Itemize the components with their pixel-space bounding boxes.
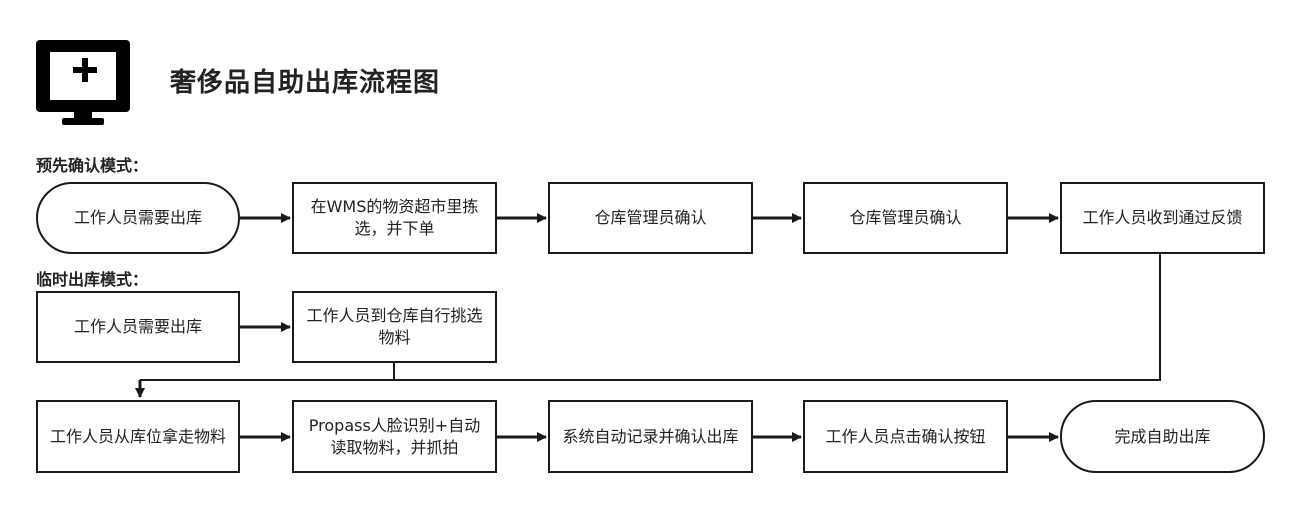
node-done-label: 完成自助出库 — [1114, 426, 1211, 446]
node-take[interactable]: 工作人员从库位拿走物料 — [36, 400, 240, 473]
section-label-preconfirm: 预先确认模式： — [36, 156, 149, 175]
node-take-label: 工作人员从库位拿走物料 — [49, 426, 226, 446]
node-click-label: 工作人员点击确认按钮 — [825, 426, 986, 446]
node-record[interactable]: 系统自动记录并确认出库 — [548, 400, 753, 473]
node-record-label: 系统自动记录并确认出库 — [562, 426, 739, 446]
node-pre-start-label: 工作人员需要出库 — [73, 208, 202, 227]
node-pre-confirm-2-label: 仓库管理员确认 — [849, 208, 962, 227]
node-click[interactable]: 工作人员点击确认按钮 — [803, 400, 1008, 473]
monitor-plus-icon — [36, 40, 130, 125]
connector-feedback-to-take — [140, 254, 1161, 381]
node-pre-feedback[interactable]: 工作人员收到通过反馈 — [1060, 182, 1265, 254]
node-pre-confirm-1[interactable]: 仓库管理员确认 — [548, 182, 753, 254]
node-pre-confirm-1-label: 仓库管理员确认 — [594, 208, 707, 227]
page-title: 奢侈品自助出库流程图 — [170, 68, 441, 98]
node-pre-pick-label: 在WMS的物资超市里拣选，并下单 — [310, 197, 479, 238]
node-tmp-start[interactable]: 工作人员需要出库 — [36, 291, 240, 363]
node-tmp-pick-label: 工作人员到仓库自行挑选物料 — [306, 306, 483, 347]
node-pre-feedback-label: 工作人员收到通过反馈 — [1082, 208, 1243, 227]
section-label-temporary: 临时出库模式： — [36, 270, 149, 289]
node-done[interactable]: 完成自助出库 — [1060, 400, 1265, 473]
node-pre-confirm-2[interactable]: 仓库管理员确认 — [803, 182, 1008, 254]
node-pre-pick[interactable]: 在WMS的物资超市里拣选，并下单 — [292, 182, 497, 254]
node-face-label: Propass人脸识别+自动读取物料，并抓拍 — [308, 415, 481, 457]
node-face[interactable]: Propass人脸识别+自动读取物料，并抓拍 — [292, 400, 497, 473]
node-tmp-pick[interactable]: 工作人员到仓库自行挑选物料 — [292, 291, 497, 363]
node-pre-start[interactable]: 工作人员需要出库 — [36, 182, 240, 254]
node-tmp-start-label: 工作人员需要出库 — [73, 317, 202, 336]
